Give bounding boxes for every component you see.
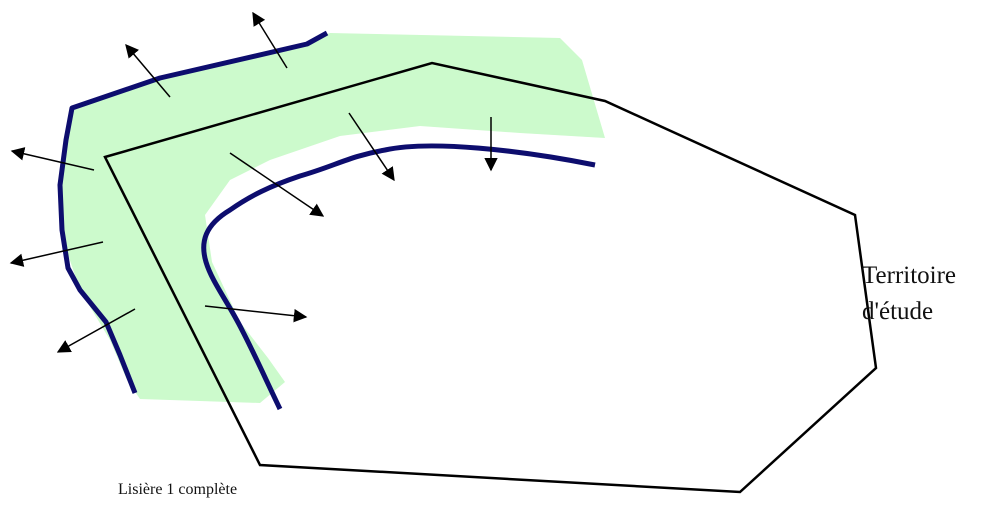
territoire-label-line2: d'étude — [862, 298, 934, 325]
territoire-label-line1: Territoire — [862, 262, 957, 289]
arrow-inner-1 — [348, 112, 395, 182]
territoire-polygon — [103, 61, 878, 494]
arrow-inner-3 — [229, 152, 325, 217]
arrow-outer-4 — [9, 241, 104, 267]
territoire-label: Territoire d'étude — [862, 258, 956, 330]
arrow-outer-2 — [125, 43, 171, 98]
inner-boundary-line — [201, 143, 596, 411]
arrow-outer-5 — [56, 308, 136, 353]
lisiere-band — [62, 33, 605, 403]
arrow-inner-4 — [204, 305, 308, 323]
lisiere-label: Lisière 1 complète — [118, 481, 238, 498]
arrow-outer-1 — [252, 11, 288, 69]
outer-boundary-line — [57, 30, 329, 394]
arrow-outer-3 — [10, 147, 95, 171]
